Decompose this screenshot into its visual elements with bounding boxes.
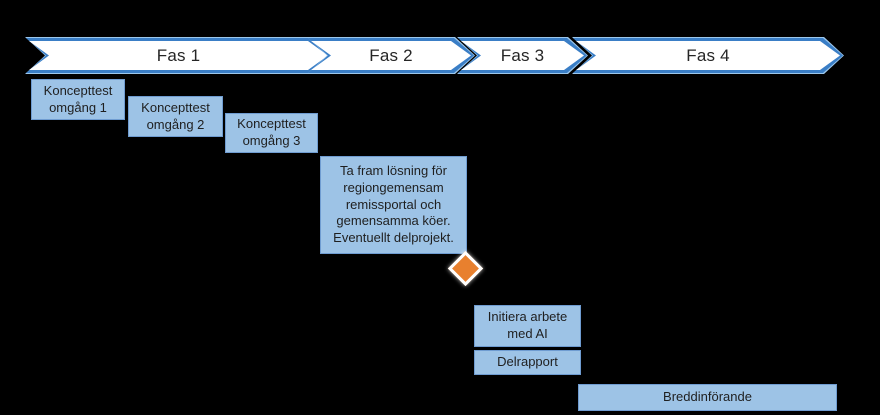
task-box-koncepttest-3: Koncepttest omgång 3 [225,113,318,153]
task-box-koncepttest-2: Koncepttest omgång 2 [128,96,223,137]
chevron-fill [29,41,328,70]
task-box-delrapport: Delrapport [474,350,581,375]
task-box-breddinforande: Breddinförande [578,384,837,411]
phase-label: Fas 4 [686,45,730,65]
chevron-fill [576,41,840,70]
task-box-losning: Ta fram lösning för regiongemensam remis… [320,156,467,254]
chevron-fill [461,41,584,70]
phase-chevron-fas-3: Fas 3 [457,37,588,74]
phase-label: Fas 2 [369,45,413,65]
phase-chevron-fas-2: Fas 2 [307,37,475,74]
chevron-fill [311,41,471,70]
task-box-initiera-ai: Initiera arbete med AI [474,305,581,347]
phase-label: Fas 1 [156,45,201,65]
phase-chevron-fas-1: Fas 1 [25,37,332,74]
task-box-koncepttest-1: Koncepttest omgång 1 [31,79,125,120]
milestone-diamond-icon [447,250,484,287]
phase-chevron-fas-4: Fas 4 [572,37,844,74]
phase-label: Fas 3 [500,45,545,65]
